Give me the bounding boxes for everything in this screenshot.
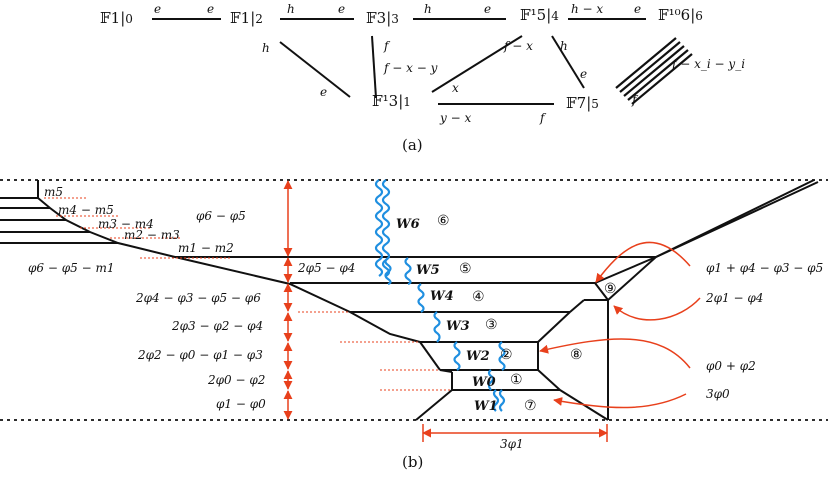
left-label: 2φ0 − φ2 — [208, 373, 266, 387]
left-label: 2φ4 − φ3 − φ5 − φ6 — [136, 291, 261, 305]
w-label: W0 — [472, 375, 496, 390]
edge-label: x — [452, 81, 459, 95]
caption-a: (a) — [402, 136, 423, 154]
node-f1-2: 𝔽1|2 — [230, 9, 263, 27]
panel-b-red-dotted — [44, 197, 452, 391]
edge-label: h − x — [571, 2, 604, 16]
edge-label: e — [154, 2, 162, 16]
top-label: φ6 − φ5 − m1 — [28, 261, 115, 275]
panel-b-lines — [0, 179, 819, 421]
edge-label: f — [540, 111, 545, 125]
region-number: ④ — [472, 289, 485, 305]
w-label: W3 — [446, 319, 470, 334]
edge-label: e — [320, 85, 328, 99]
w-label: W2 — [466, 349, 490, 364]
edge-label: f — [384, 39, 389, 53]
edge-label: h — [560, 39, 568, 53]
panel-a-edges — [152, 18, 646, 105]
edge-label: f − x_i − y_i — [672, 57, 746, 71]
edge-label: f − x — [504, 39, 533, 53]
region-number: ③ — [485, 317, 498, 333]
edge-label: h — [262, 41, 270, 55]
edge-label: e — [338, 2, 346, 16]
node-f1-0: 𝔽1|0 — [100, 9, 133, 27]
edge-label: f — [632, 93, 637, 107]
node-f7-5: 𝔽7|5 — [566, 94, 599, 112]
left-label: 2φ3 − φ2 − φ4 — [172, 319, 264, 333]
bottom-label: 3φ1 — [500, 437, 524, 451]
left-label: 2φ2 − φ0 − φ1 − φ3 — [138, 348, 263, 362]
right-label: 3φ0 — [706, 387, 730, 401]
node-f5-4: 𝔽¹5|4 — [520, 6, 559, 24]
edge-label: e — [484, 2, 492, 16]
edge-label: h — [287, 2, 295, 16]
node-f3-1: 𝔽¹3|1 — [372, 92, 411, 110]
panel-b-wavy-strings — [374, 179, 506, 412]
top-label: m4 − m5 — [58, 203, 114, 217]
right-label: φ1 + φ4 − φ3 − φ5 — [706, 261, 824, 275]
right-label: 2φ1 − φ4 — [706, 291, 764, 305]
left-label: 2φ5 − φ4 — [298, 261, 356, 275]
region-number: ⑤ — [459, 261, 472, 277]
edge-label: e — [207, 2, 215, 16]
edge-label: e — [634, 2, 642, 16]
region-number: ⑦ — [524, 398, 537, 414]
top-label: m5 — [44, 185, 64, 199]
top-label: m2 − m3 — [124, 228, 180, 242]
node-f6-6: 𝔽¹⁰6|6 — [658, 6, 703, 24]
panel-b-red-arrows — [283, 180, 701, 442]
edge-label: e — [580, 67, 588, 81]
edge-label: f − x − y — [384, 61, 438, 75]
left-label: φ1 − φ0 — [216, 397, 266, 411]
w-label: W6 — [396, 217, 420, 232]
top-label: m1 − m2 — [178, 241, 234, 255]
caption-b: (b) — [402, 453, 424, 471]
region-number: ② — [500, 347, 513, 363]
region-number: ① — [510, 372, 523, 388]
panel-a-multi-edges — [615, 37, 693, 105]
node-f3-3: 𝔽3|3 — [366, 9, 399, 27]
region-number: ⑧ — [570, 347, 583, 363]
region-number: ⑥ — [437, 213, 450, 229]
edge-label: y − x — [440, 111, 472, 125]
w-label: W1 — [474, 399, 498, 414]
left-label: φ6 − φ5 — [196, 209, 246, 223]
region-number: ⑨ — [604, 281, 617, 297]
top-label: m3 − m4 — [98, 217, 154, 231]
w-label: W4 — [430, 289, 454, 304]
edge-label: h — [424, 2, 432, 16]
right-label: φ0 + φ2 — [706, 359, 756, 373]
panel-b-dotted — [0, 179, 828, 421]
w-label: W5 — [416, 263, 440, 278]
